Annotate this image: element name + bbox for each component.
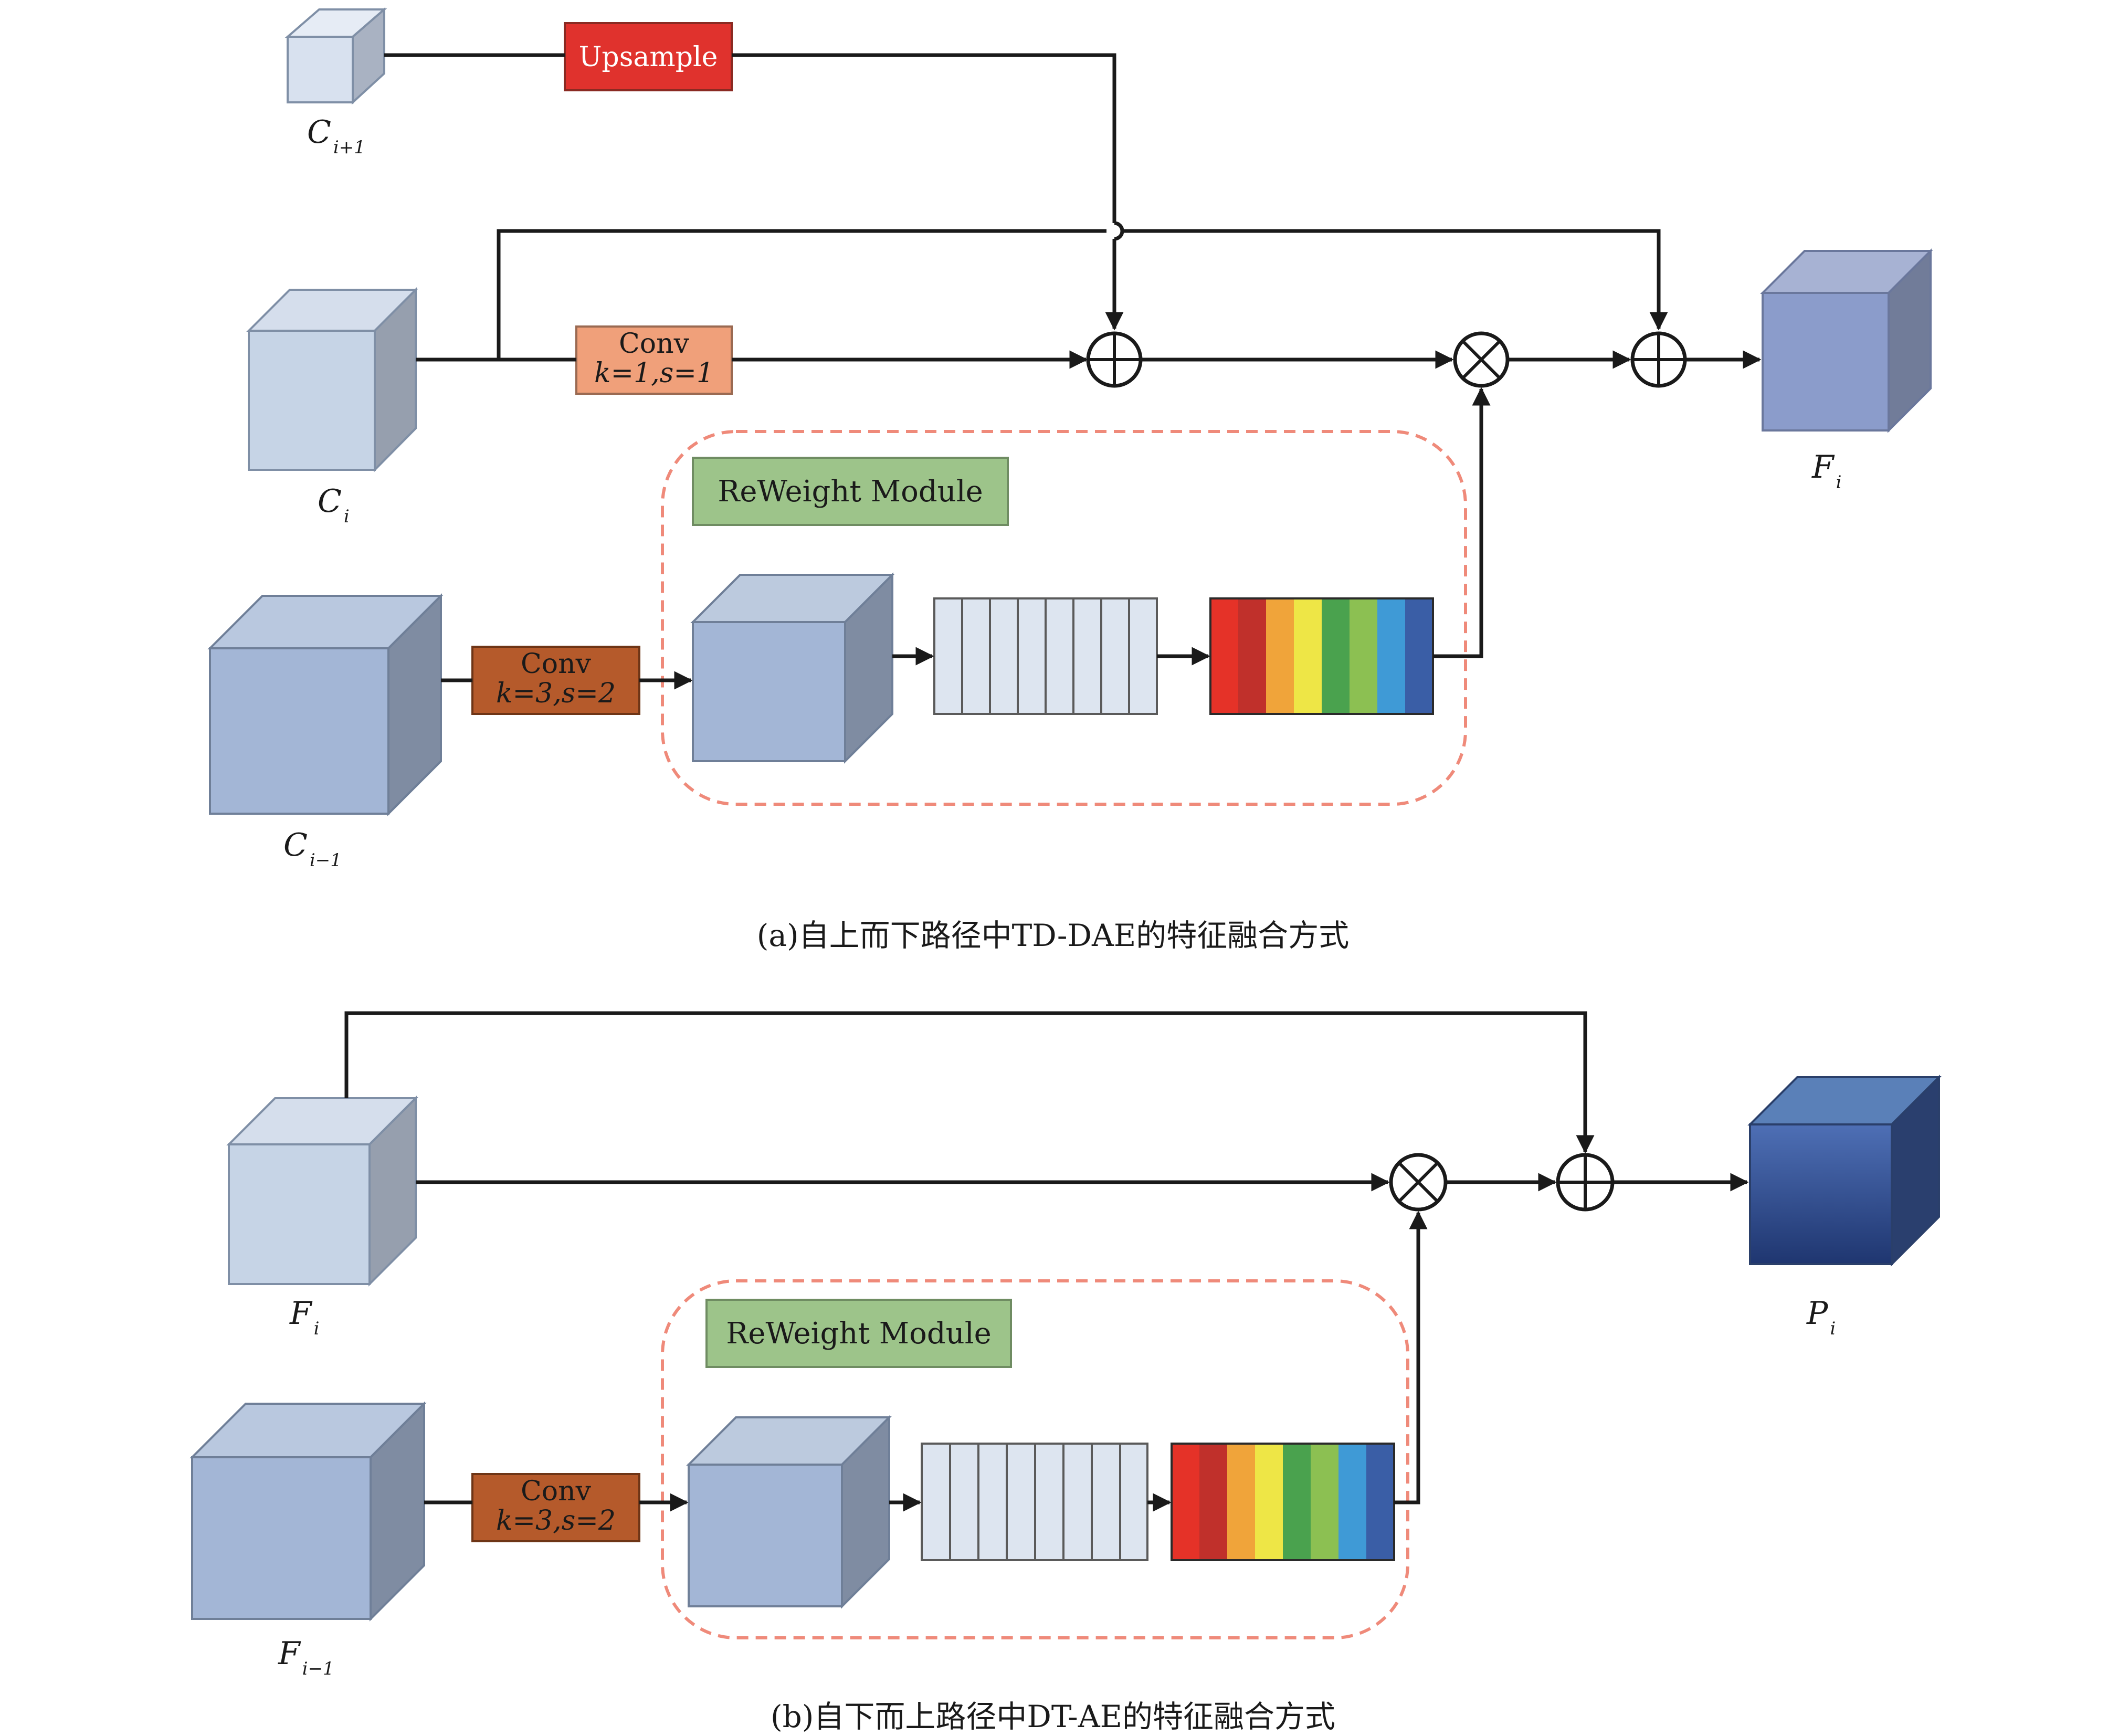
cube-f-i-output xyxy=(1760,248,1933,433)
caption-b: (b)自下而上路径中DT-AE的特征融合方式 xyxy=(771,1699,1335,1734)
add-op-a2 xyxy=(1630,331,1687,388)
conv-1x1-params: k=1,s=1 xyxy=(594,357,714,389)
reweight-cube-a xyxy=(690,572,895,764)
caption-a: (a)自上而下路径中TD-DAE的特征融合方式 xyxy=(757,918,1349,953)
add-op-a1 xyxy=(1086,331,1143,388)
reweight-cube-b xyxy=(686,1415,892,1609)
reweight-label-a: ReWeight Module xyxy=(718,475,983,509)
reweight-label-b: ReWeight Module xyxy=(726,1317,992,1351)
reweight-region-a xyxy=(661,430,1467,806)
add-op-b xyxy=(1556,1153,1615,1212)
cube-p-i-output xyxy=(1747,1075,1942,1267)
conv-3x3-title-b: Conv xyxy=(521,1476,592,1507)
reweight-region-b xyxy=(661,1279,1409,1639)
feature-vector-b xyxy=(921,1443,1148,1561)
weight-vector-b xyxy=(1171,1443,1395,1561)
cube-c-i-minus-1 xyxy=(207,593,444,816)
connections-a xyxy=(384,53,1762,690)
feature-vector-a xyxy=(933,597,1158,715)
cube-f-i-input xyxy=(226,1096,418,1287)
multiply-op-b xyxy=(1389,1153,1448,1212)
conv-1x1-title: Conv xyxy=(619,328,690,360)
connections-b xyxy=(344,1011,1749,1512)
cube-c-i-plus-1 xyxy=(284,7,387,105)
weight-vector-a xyxy=(1209,597,1434,715)
reweight-label-box-b xyxy=(705,1299,1012,1368)
cube-c-i xyxy=(246,287,418,472)
multiply-op-a xyxy=(1453,331,1510,388)
upsample-label: Upsample xyxy=(579,41,718,73)
conv-3x3-box-b xyxy=(471,1473,640,1542)
conv-3x3-params-b: k=3,s=2 xyxy=(496,1505,616,1537)
reweight-label-box-a xyxy=(692,457,1009,526)
cube-f-i-minus-1 xyxy=(189,1401,427,1622)
conv-3x3-params-a: k=3,s=2 xyxy=(496,678,616,709)
conv-3x3-title-a: Conv xyxy=(521,648,592,680)
